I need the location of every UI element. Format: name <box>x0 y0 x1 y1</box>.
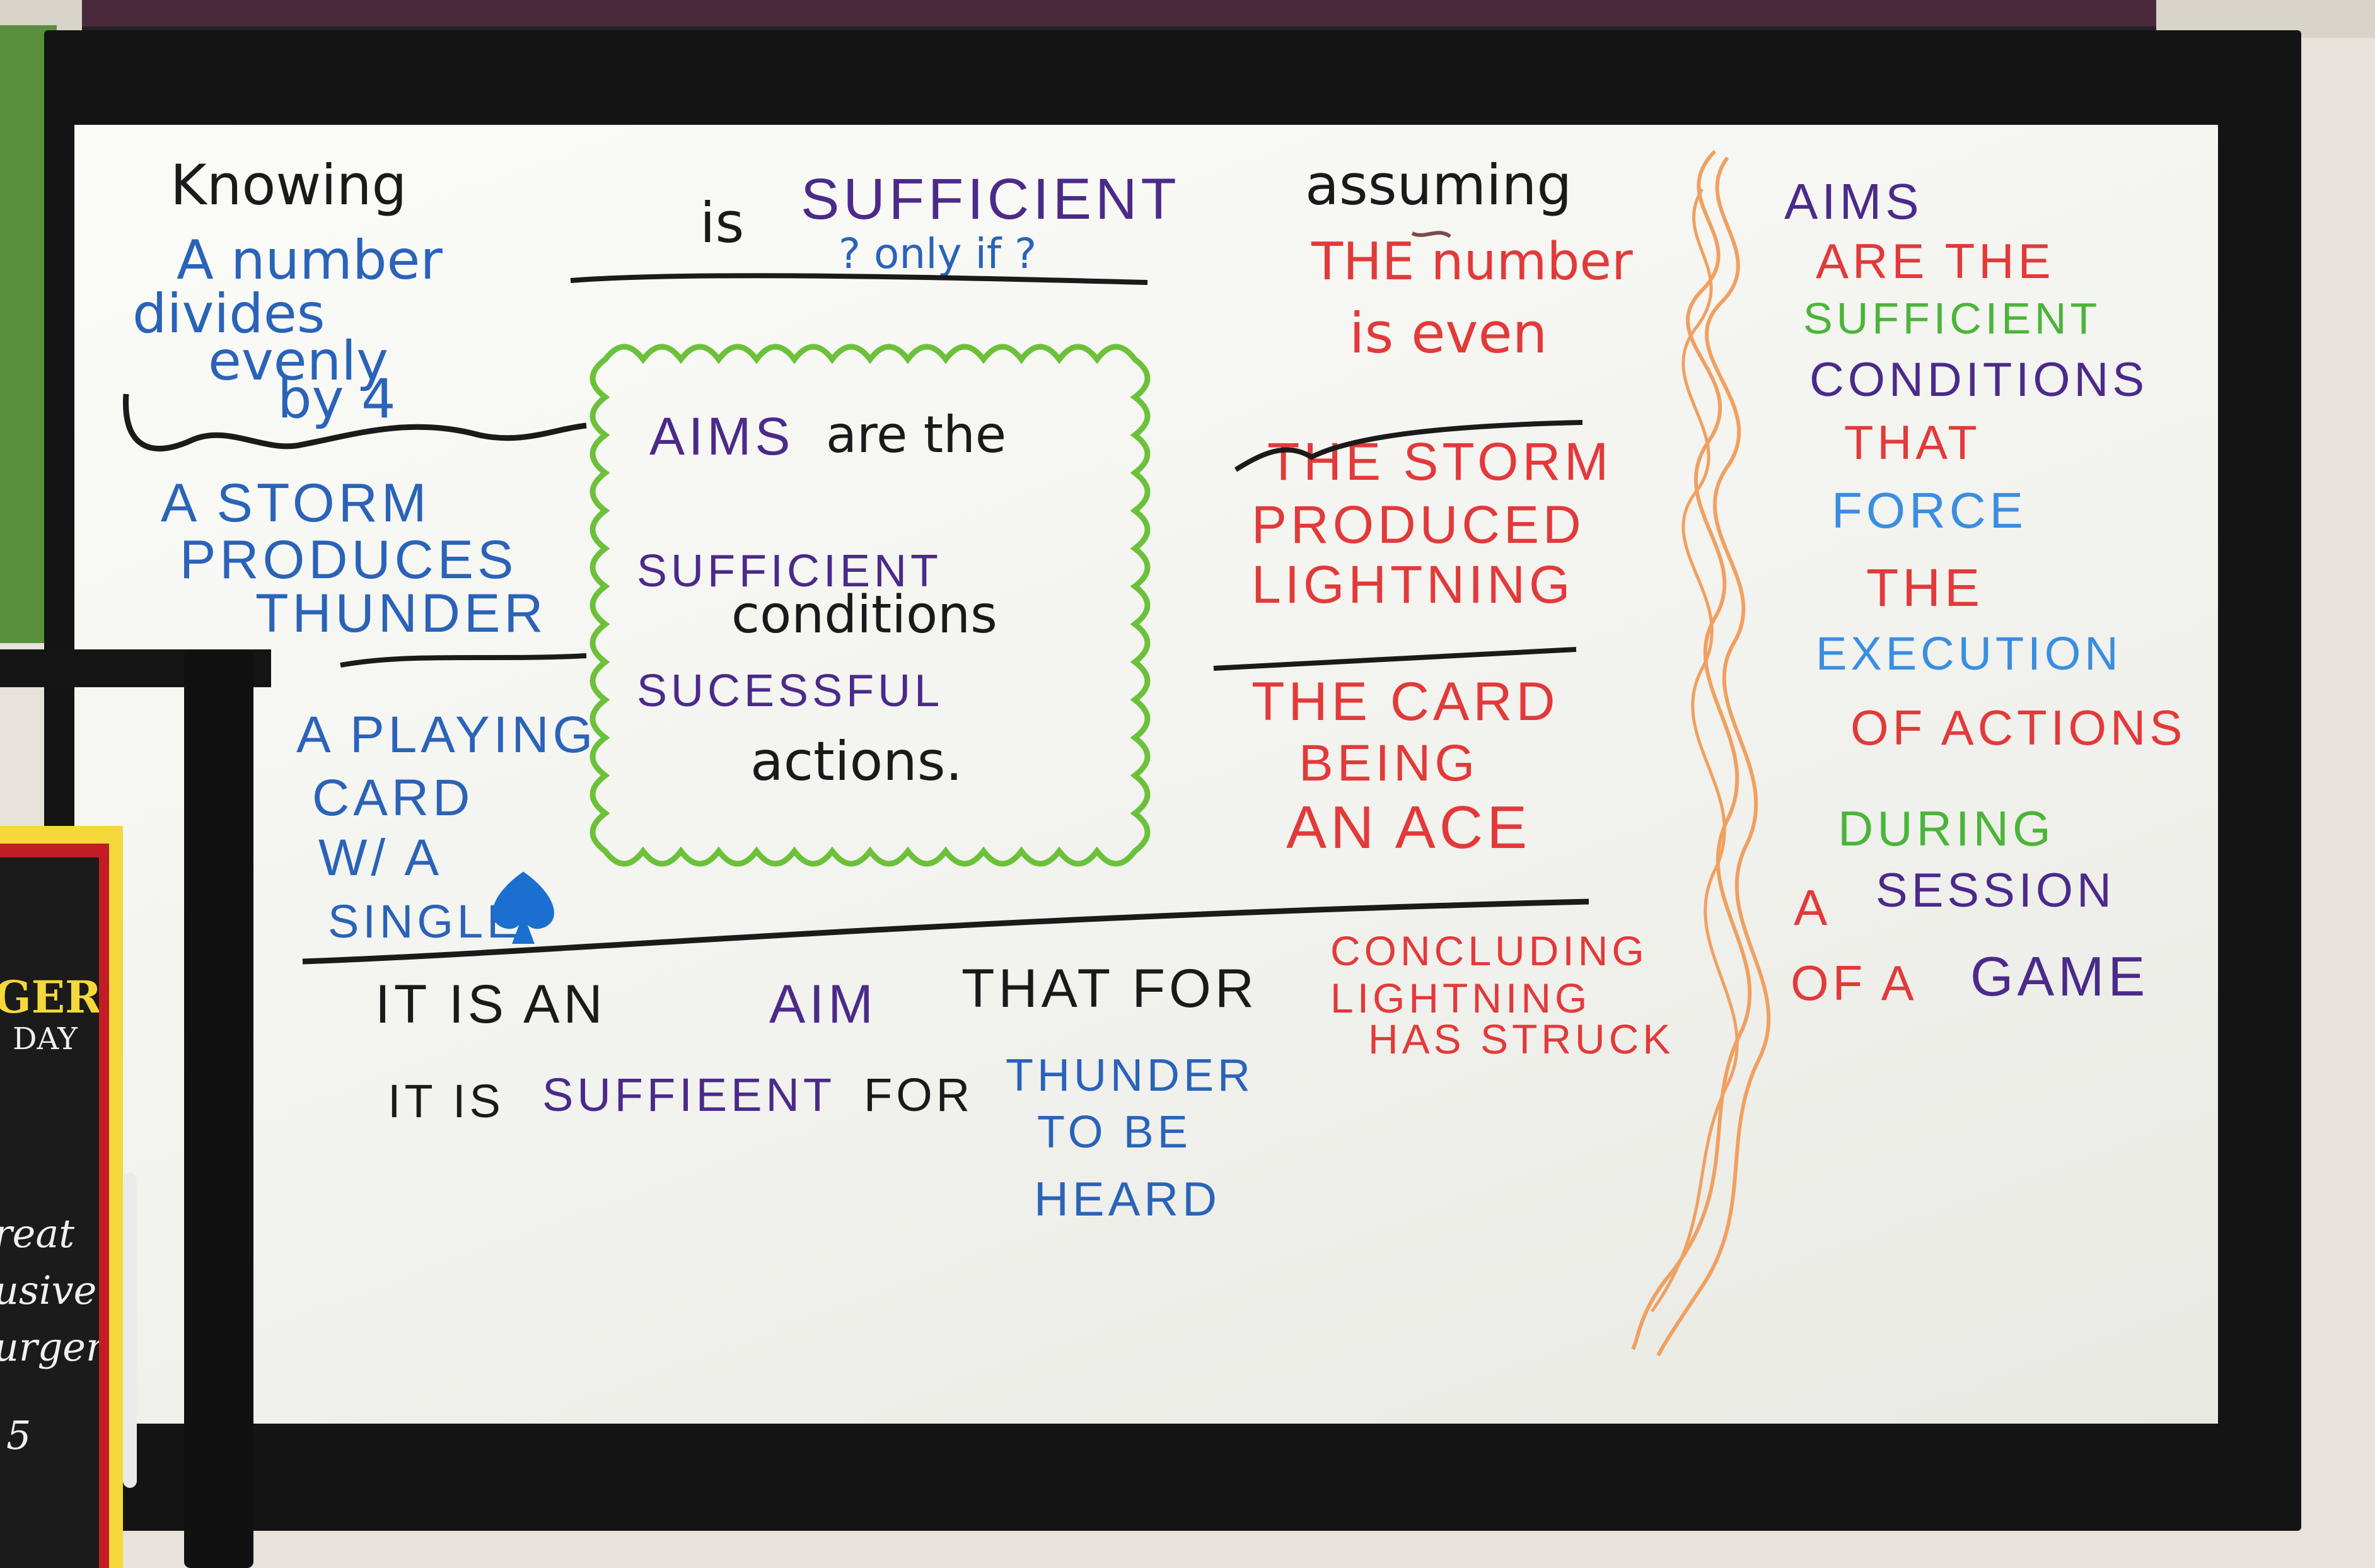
bottom-it-is: IT IS <box>388 1075 504 1127</box>
sign-line-2: DAY <box>13 1021 78 1057</box>
left-number-line-3: evenly <box>208 330 389 393</box>
right-number-line-2: is even <box>1349 301 1548 366</box>
left-card-line-4: SINGLE <box>328 895 522 948</box>
bottom-aim: AIM <box>769 974 877 1035</box>
text-assuming: assuming <box>1305 153 1572 218</box>
bottom-for: FOR <box>864 1069 974 1121</box>
far-right-during: DURING <box>1838 801 2055 856</box>
sign-line-4: usive <box>0 1267 97 1313</box>
center-aims: AIMS <box>649 407 794 466</box>
left-storm-line-2: PRODUCES <box>180 530 518 590</box>
far-right-conditions: CONDITIONS <box>1809 353 2149 407</box>
left-card-line-2: CARD <box>312 769 474 827</box>
center-conditions: conditions <box>731 585 997 645</box>
far-right-that: THAT <box>1844 416 1981 470</box>
far-right-session: SESSION <box>1876 864 2115 917</box>
left-number-line-1: A number <box>177 229 443 292</box>
far-right-force: FORCE <box>1832 482 2027 538</box>
center-actions: actions. <box>750 730 963 793</box>
text-sufficient-header: SUFFICIENT <box>801 167 1180 231</box>
poster-edge <box>82 0 2156 33</box>
bottom-suffieent: SUFFIEENT <box>542 1069 836 1121</box>
right-storm-line-2: PRODUCED <box>1251 495 1585 554</box>
text-knowing: Knowing <box>170 153 407 218</box>
promo-sign: GER DAY reat usive urger 5 <box>0 826 123 1568</box>
right-concluding-line-3: HAS STRUCK <box>1368 1016 1675 1062</box>
right-card-line-1: THE CARD <box>1251 671 1559 732</box>
far-right-game: GAME <box>1970 945 2149 1008</box>
left-number-line-2: divides <box>132 282 325 346</box>
far-right-execution: EXECUTION <box>1816 627 2122 680</box>
far-right-a: A <box>1794 880 1832 936</box>
far-right-of-a: OF A <box>1791 955 1918 1011</box>
right-number-line-1: THE number <box>1311 232 1633 292</box>
bottom-thunder-line-3: HEARD <box>1034 1173 1221 1226</box>
far-right-the: THE <box>1866 558 1983 617</box>
bottom-thunder-line-2: TO BE <box>1037 1107 1192 1158</box>
right-card-line-2: BEING <box>1299 735 1479 792</box>
text-only-if: ? only if ? <box>839 229 1037 278</box>
far-right-aims: AIMS <box>1784 173 1923 229</box>
left-card-line-1: A PLAYING <box>296 706 597 764</box>
left-storm-line-1: A STORM <box>161 473 431 533</box>
sign-line-5: urger <box>0 1324 99 1370</box>
sign-line-1: GER <box>0 971 99 1023</box>
bottom-it-is-an: IT IS AN <box>375 974 607 1035</box>
sign-line-6: 5 <box>6 1412 32 1458</box>
bottom-that-for: THAT FOR <box>961 958 1258 1019</box>
far-right-are-the: ARE THE <box>1816 233 2055 289</box>
right-storm-line-1: THE STORM <box>1267 432 1613 491</box>
sign-line-3: reat <box>0 1211 75 1257</box>
far-right-sufficient: SUFFICIENT <box>1803 294 2101 343</box>
left-number-line-4: by 4 <box>277 368 396 431</box>
center-are-the: are the <box>826 405 1007 464</box>
right-card-line-3: AN ACE <box>1286 794 1531 861</box>
far-right-of-actions: OF ACTIONS <box>1850 700 2186 755</box>
right-concluding-line-1: CONCLUDING <box>1330 927 1648 974</box>
center-successful: SUCESSFUL <box>637 666 944 716</box>
right-storm-line-3: LIGHTNING <box>1251 555 1574 614</box>
white-cable <box>123 1173 137 1488</box>
wire-shelf-post <box>184 649 253 1568</box>
left-card-line-3: W/ A <box>318 829 443 886</box>
right-concluding-line-2: LIGHTNING <box>1330 975 1591 1021</box>
left-storm-line-3: THUNDER <box>255 583 547 644</box>
text-is: is <box>700 190 745 255</box>
bottom-thunder-line-1: THUNDER <box>1006 1050 1254 1101</box>
